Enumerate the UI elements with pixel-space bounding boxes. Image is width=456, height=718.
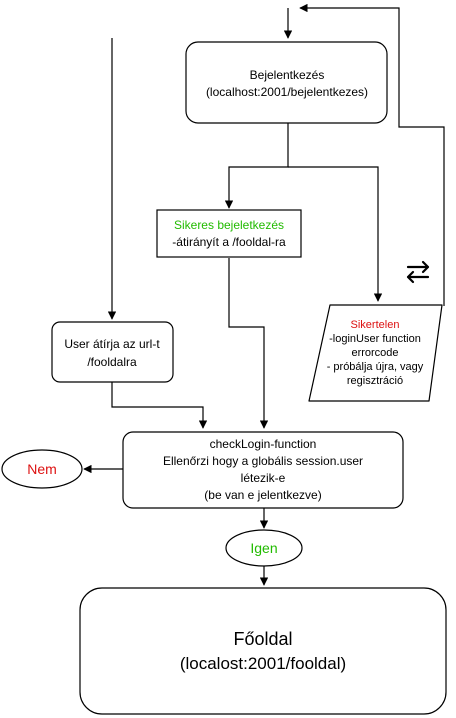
success-title: Sikeres bejeletkezés: [174, 218, 284, 232]
success-node: Sikeres bejeletkezés -átirányít a /foold…: [156, 209, 302, 258]
no-node: Nem: [1, 449, 83, 489]
user-url-line-2: /fooldalra: [87, 355, 137, 369]
check-box: [122, 431, 404, 509]
check-node: checkLogin-function Ellenőrzi hogy a glo…: [122, 431, 404, 509]
check-line-3: létezik-e: [241, 471, 286, 485]
home-subtitle: (localost:2001/fooldal): [180, 654, 346, 673]
user-to-check-arrow: [111, 382, 208, 429]
yes-label: Igen: [250, 540, 277, 556]
success-box: [156, 209, 302, 258]
check-line-4: (be van e jelentkezve): [204, 488, 321, 502]
success-to-check-arrow: [228, 258, 269, 429]
failure-line-3: - próbálja újra, vagy: [327, 361, 424, 373]
home-box: [79, 587, 447, 715]
login-title: Bejelentkezés: [250, 68, 325, 82]
login-box: [185, 41, 388, 124]
repeat-arrows-icon: [406, 260, 430, 284]
failure-node: Sikertelen -loginUser function errorcode…: [308, 304, 443, 402]
connectors: [83, 3, 445, 586]
yes-ellipse: [225, 529, 303, 567]
user-url-line-1: User átírja az url-t: [64, 337, 160, 351]
failure-shape: [308, 304, 443, 402]
success-subtitle: -átirányít a /fooldal-ra: [172, 235, 286, 249]
check-line-1: checkLogin-function: [210, 437, 317, 451]
login-to-failure-arrow: [288, 166, 383, 302]
login-split-line: [224, 123, 289, 209]
failure-line-2: errorcode: [351, 347, 398, 359]
home-title: Főoldal: [233, 629, 292, 649]
retry-loop-arrow: [299, 3, 445, 306]
failure-title: Sikertelen: [351, 319, 400, 331]
failure-line-1: -loginUser function: [329, 333, 421, 345]
yes-node: Igen: [225, 529, 303, 567]
failure-line-4: regisztráció: [347, 375, 403, 387]
check-line-2: Ellenőrzi hogy a globális session.user: [163, 454, 363, 468]
login-subtitle: (localhost:2001/bejelentkezes): [206, 85, 368, 99]
login-node: Bejelentkezés (localhost:2001/bejelentke…: [185, 41, 388, 124]
home-node: Főoldal (localost:2001/fooldal): [79, 587, 447, 715]
user-url-box: [51, 321, 174, 383]
user-url-node: User átírja az url-t /fooldalra: [51, 321, 174, 383]
no-ellipse: [1, 449, 83, 489]
no-label: Nem: [27, 461, 57, 477]
